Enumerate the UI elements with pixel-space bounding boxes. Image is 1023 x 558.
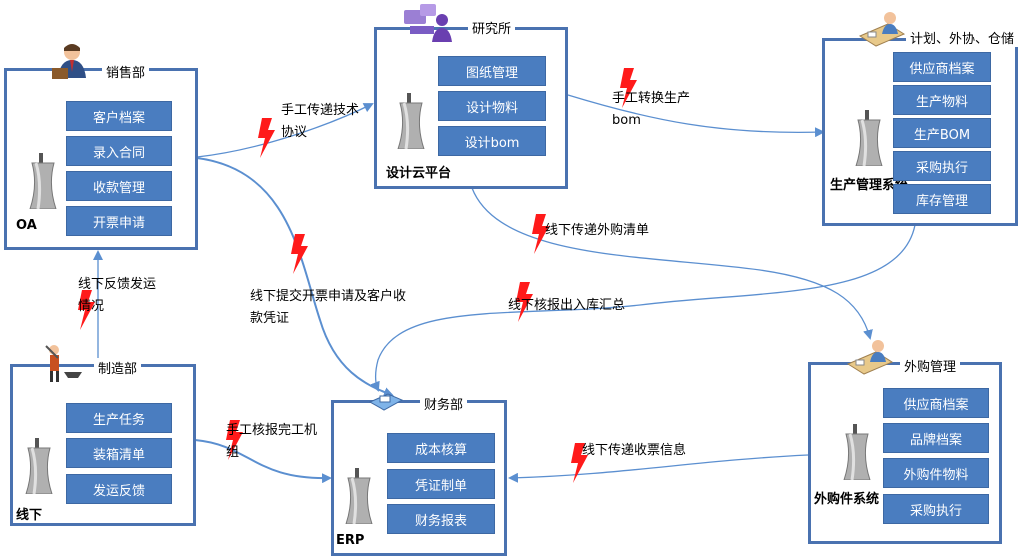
- design-module-drawings[interactable]: 图纸管理: [438, 56, 546, 86]
- cooling-tower-icon: [397, 93, 425, 149]
- purchase-module-procurement[interactable]: 采购执行: [883, 494, 989, 524]
- purchase-dept-title: 外购管理: [900, 356, 961, 375]
- businessman-icon: [52, 44, 86, 79]
- purchase-module-brands[interactable]: 品牌档案: [883, 423, 989, 453]
- oa-dept-title: 销售部: [102, 62, 150, 81]
- design-dept-title: 研究所: [468, 18, 516, 37]
- purchase-module-materials[interactable]: 外购件物料: [883, 458, 989, 488]
- edge-offline-erp: [194, 439, 332, 484]
- erp-module-reports[interactable]: 财务报表: [387, 504, 495, 534]
- production-module-suppliers[interactable]: 供应商档案: [893, 52, 991, 82]
- production-module-materials[interactable]: 生产物料: [893, 85, 991, 115]
- lightning-bolt-icon: [258, 118, 275, 158]
- cooling-tower-icon: [843, 424, 871, 480]
- finance-icon: [368, 393, 404, 411]
- edge-label-invoice-submit: 线下提交开票申请及客户收 款凭证: [250, 289, 407, 326]
- edge-label-tech-agreement: 手工传递技术 协议: [281, 103, 360, 140]
- offline-system-label: 线下: [16, 508, 43, 523]
- design-system-label: 设计云平台: [386, 166, 452, 181]
- edge-oa-erp: [196, 157, 394, 397]
- production-module-bom[interactable]: 生产BOM: [893, 118, 991, 148]
- production-module-inventory[interactable]: 库存管理: [893, 184, 991, 214]
- edge-design-purchase: [471, 187, 873, 340]
- erp-dept-title: 财务部: [420, 394, 468, 413]
- erp-module-costing[interactable]: 成本核算: [387, 433, 495, 463]
- worker-anvil-icon: [45, 345, 82, 382]
- oa-module-customer[interactable]: 客户档案: [66, 101, 172, 131]
- edge-oa-design: [196, 103, 374, 158]
- edge-label-receipt-info: 线下传递收票信息: [582, 443, 687, 458]
- oa-system-label: OA: [16, 218, 37, 233]
- offline-module-packing[interactable]: 装箱清单: [66, 438, 172, 468]
- cooling-tower-icon: [855, 110, 883, 166]
- purchase-module-suppliers[interactable]: 供应商档案: [883, 388, 989, 418]
- edge-production-erp: [370, 224, 916, 392]
- design-module-bom[interactable]: 设计bom: [438, 126, 546, 156]
- edge-label-completion-report: 手工核报完工机 组: [226, 423, 318, 460]
- design-module-materials[interactable]: 设计物料: [438, 91, 546, 121]
- erp-module-vouchers[interactable]: 凭证制单: [387, 469, 495, 499]
- production-dept-title: 计划、外协、仓储: [906, 28, 1019, 47]
- erp-system-label: ERP: [336, 533, 365, 548]
- purchase-desk-icon: [846, 340, 894, 375]
- edge-purchase-erp: [508, 454, 809, 483]
- cooling-tower-icon: [25, 438, 53, 494]
- oa-module-contract[interactable]: 录入合同: [66, 136, 172, 166]
- edge-label-convert-bom: 手工转换生产 bom: [612, 91, 691, 128]
- purchase-system-label: 外购件系统: [814, 492, 880, 507]
- planner-desk-icon: [858, 12, 906, 47]
- edge-label-inout-summary: 线下核报出入库汇总: [508, 298, 626, 313]
- offline-dept-title: 制造部: [94, 358, 142, 377]
- oa-module-collection[interactable]: 收款管理: [66, 171, 172, 201]
- offline-module-tasks[interactable]: 生产任务: [66, 403, 172, 433]
- production-module-procurement[interactable]: 采购执行: [893, 151, 991, 181]
- production-system-label: 生产管理系统: [830, 178, 909, 193]
- edge-label-shipping-feedback: 线下反馈发运 情况: [78, 277, 157, 314]
- cooling-tower-icon: [29, 153, 57, 209]
- cooling-tower-icon: [345, 468, 373, 524]
- oa-module-invoice[interactable]: 开票申请: [66, 206, 172, 236]
- edge-design-production: [567, 94, 825, 138]
- researcher-icon: [404, 4, 452, 42]
- edge-label-purchase-list: 线下传递外购清单: [545, 223, 650, 238]
- offline-module-shipping[interactable]: 发运反馈: [66, 474, 172, 504]
